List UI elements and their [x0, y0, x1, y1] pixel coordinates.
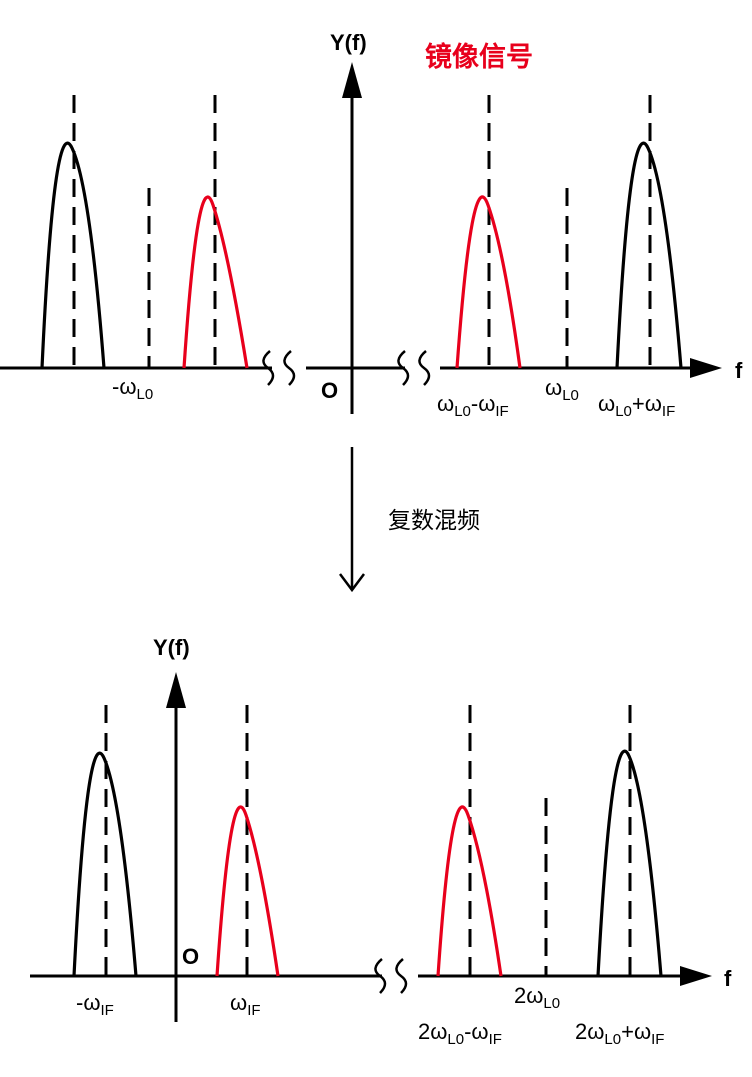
top-label-lo-minus-if: ωL0-ωIF: [437, 391, 509, 420]
top-label-lo: ωL0: [545, 375, 579, 404]
top-x-axis-label: f: [735, 358, 743, 383]
bottom-label-neg-if: -ωIF: [76, 990, 114, 1019]
bottom-lobe-two-lo-minus-if-image: [436, 805, 503, 977]
bottom-spectrum-diagram: Y(f) f O -ωIF ωIF 2ωL0 2ωL0-ωIF 2ωL0+ωIF: [30, 635, 732, 1048]
bottom-lobe-two-lo-plus-if: [596, 749, 663, 977]
image-signal-title: 镜像信号: [425, 42, 533, 73]
bottom-origin-label: O: [182, 944, 199, 969]
bottom-label-two-lo-plus-if: 2ωL0+ωIF: [575, 1019, 664, 1048]
top-y-axis-arrow: [342, 62, 362, 98]
bottom-lobe-neg-if: [72, 751, 138, 977]
top-label-neg-lo: -ωL0: [112, 374, 153, 403]
top-lobe-neg-lo-minus-if-image: [182, 195, 249, 369]
top-axis-break-left: [262, 350, 296, 386]
bottom-x-axis-arrow: [680, 966, 712, 986]
top-spectrum-diagram: Y(f) 镜像信号 f O -ωL0 ωL0-ωIF ωL0 ωL0+ωIF: [0, 30, 743, 420]
transition-label: 复数混频: [388, 508, 480, 534]
bottom-label-two-lo: 2ωL0: [514, 983, 560, 1012]
mixing-transition: 复数混频: [339, 447, 480, 593]
top-label-lo-plus-if: ωL0+ωIF: [598, 391, 675, 420]
top-dashed-markers: [72, 95, 652, 368]
bottom-label-if: ωIF: [230, 990, 261, 1019]
transition-arrow-head: [339, 573, 365, 593]
bottom-y-axis-arrow: [166, 672, 186, 708]
top-lobe-lo-plus-if: [615, 141, 683, 369]
top-lobe-neg-lo-plus-if: [40, 141, 106, 369]
top-x-axis-arrow: [690, 358, 722, 378]
top-lobe-lo-minus-if-image: [455, 195, 522, 369]
top-axis-break-right: [397, 350, 431, 386]
top-origin-label: O: [321, 378, 338, 403]
bottom-y-axis-label: Y(f): [153, 635, 190, 660]
bottom-axis-break: [374, 958, 408, 994]
bottom-lobe-if-image: [215, 805, 280, 977]
bottom-label-two-lo-minus-if: 2ωL0-ωIF: [418, 1019, 502, 1048]
top-y-axis-label: Y(f): [330, 30, 367, 55]
bottom-x-axis-label: f: [724, 966, 732, 991]
bottom-dashed-markers: [104, 705, 632, 976]
